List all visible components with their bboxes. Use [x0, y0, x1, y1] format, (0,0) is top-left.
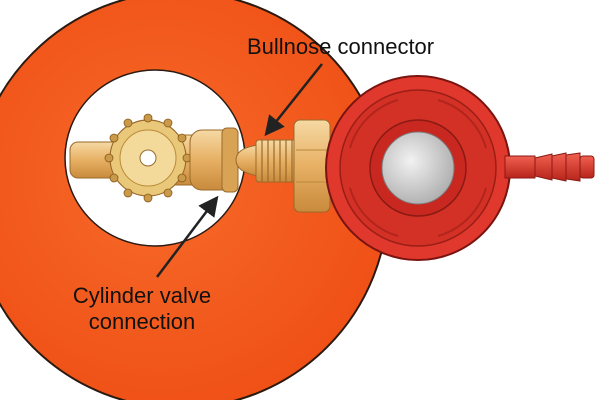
bullnose-arrow — [264, 63, 323, 137]
hose-tail — [504, 152, 595, 182]
valve-handwheel — [104, 113, 192, 203]
cylinder-valve-label: Cylinder valve connection — [52, 283, 232, 335]
cylinder-valve-arrow — [156, 195, 219, 278]
annotation-arrows — [156, 63, 323, 278]
cylinder-valve-label-line2: connection — [88, 309, 196, 334]
bullnose-connector-label: Bullnose connector — [247, 34, 435, 59]
bullnose-connector — [235, 119, 331, 213]
regulator — [325, 75, 511, 261]
valve-outlet — [189, 127, 239, 193]
cylinder-valve-label-line1: Cylinder valve — [72, 283, 212, 308]
